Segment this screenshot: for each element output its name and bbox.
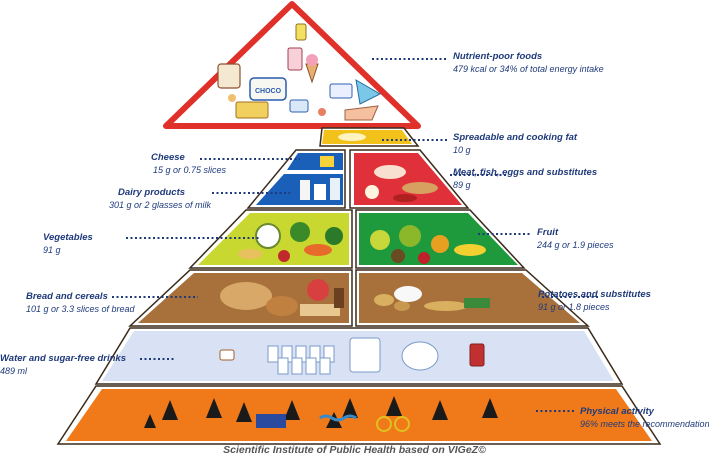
- label-nutrient-poor-foods: Nutrient-poor foods 479 kcal or 34% of t…: [453, 51, 604, 75]
- source-caption: Scientific Institute of Public Health ba…: [223, 444, 486, 456]
- label-title: Meat, fish, eggs and substitutes: [453, 167, 598, 178]
- label-value: 89 g: [453, 180, 471, 190]
- leader-lines: [112, 58, 598, 412]
- label-value: 479 kcal or 34% of total energy intake: [453, 64, 604, 74]
- label-value: 301 g or 2 glasses of milk: [109, 200, 212, 210]
- label-title: Physical activity: [580, 406, 654, 417]
- label-value: 91 g or 1.8 pieces: [538, 302, 610, 312]
- pyramid-level-veg-fruit: [188, 209, 526, 269]
- label-value: 91 g: [43, 245, 61, 255]
- pyramid-level-bread-potatoes: [128, 269, 590, 327]
- nutrient-poor-triangle: CHOCO: [163, 1, 421, 129]
- label-dairy: Dairy products 301 g or 2 glasses of mil…: [109, 187, 211, 211]
- label-title: Vegetables: [43, 232, 93, 243]
- label-title: Water and sugar-free drinks: [0, 353, 127, 364]
- label-meat: Meat, fish, eggs and substitutes 89 g: [453, 167, 597, 191]
- label-value: 10 g: [453, 145, 471, 155]
- label-title: Nutrient-poor foods: [453, 51, 543, 62]
- label-fruit: Fruit 244 g or 1.9 pieces: [537, 227, 614, 251]
- label-bread: Bread and cereals 101 g or 3.3 slices of…: [26, 291, 135, 315]
- label-value: 489 ml: [0, 366, 28, 376]
- label-vegetables: Vegetables 91 g: [43, 232, 93, 256]
- label-value: 101 g or 3.3 slices of bread: [26, 304, 135, 314]
- pyramid-level-dairy: [256, 153, 343, 205]
- label-title: Potatoes and substitutes: [538, 289, 651, 300]
- pyramid-level-physical-activity: [56, 385, 662, 445]
- label-title: Fruit: [537, 227, 559, 238]
- label-value: 244 g or 1.9 pieces: [537, 240, 614, 250]
- label-water: Water and sugar-free drinks 489 ml: [0, 353, 126, 377]
- label-potatoes: Potatoes and substitutes 91 g or 1.8 pie…: [538, 289, 651, 313]
- label-title: Dairy products: [118, 187, 186, 198]
- pyramid-level-water: [94, 327, 624, 385]
- label-fat: Spreadable and cooking fat 10 g: [453, 132, 577, 156]
- label-title: Bread and cereals: [26, 291, 108, 302]
- label-value: 96% meets the recommendation: [580, 419, 709, 429]
- label-cheese: Cheese 15 g or 0.75 slices: [151, 152, 226, 176]
- label-physical-activity: Physical activity 96% meets the recommen…: [580, 406, 709, 430]
- svg-text:CHOCO: CHOCO: [255, 88, 282, 95]
- label-title: Cheese: [151, 152, 185, 163]
- label-title: Spreadable and cooking fat: [453, 132, 578, 143]
- label-value: 15 g or 0.75 slices: [153, 165, 227, 175]
